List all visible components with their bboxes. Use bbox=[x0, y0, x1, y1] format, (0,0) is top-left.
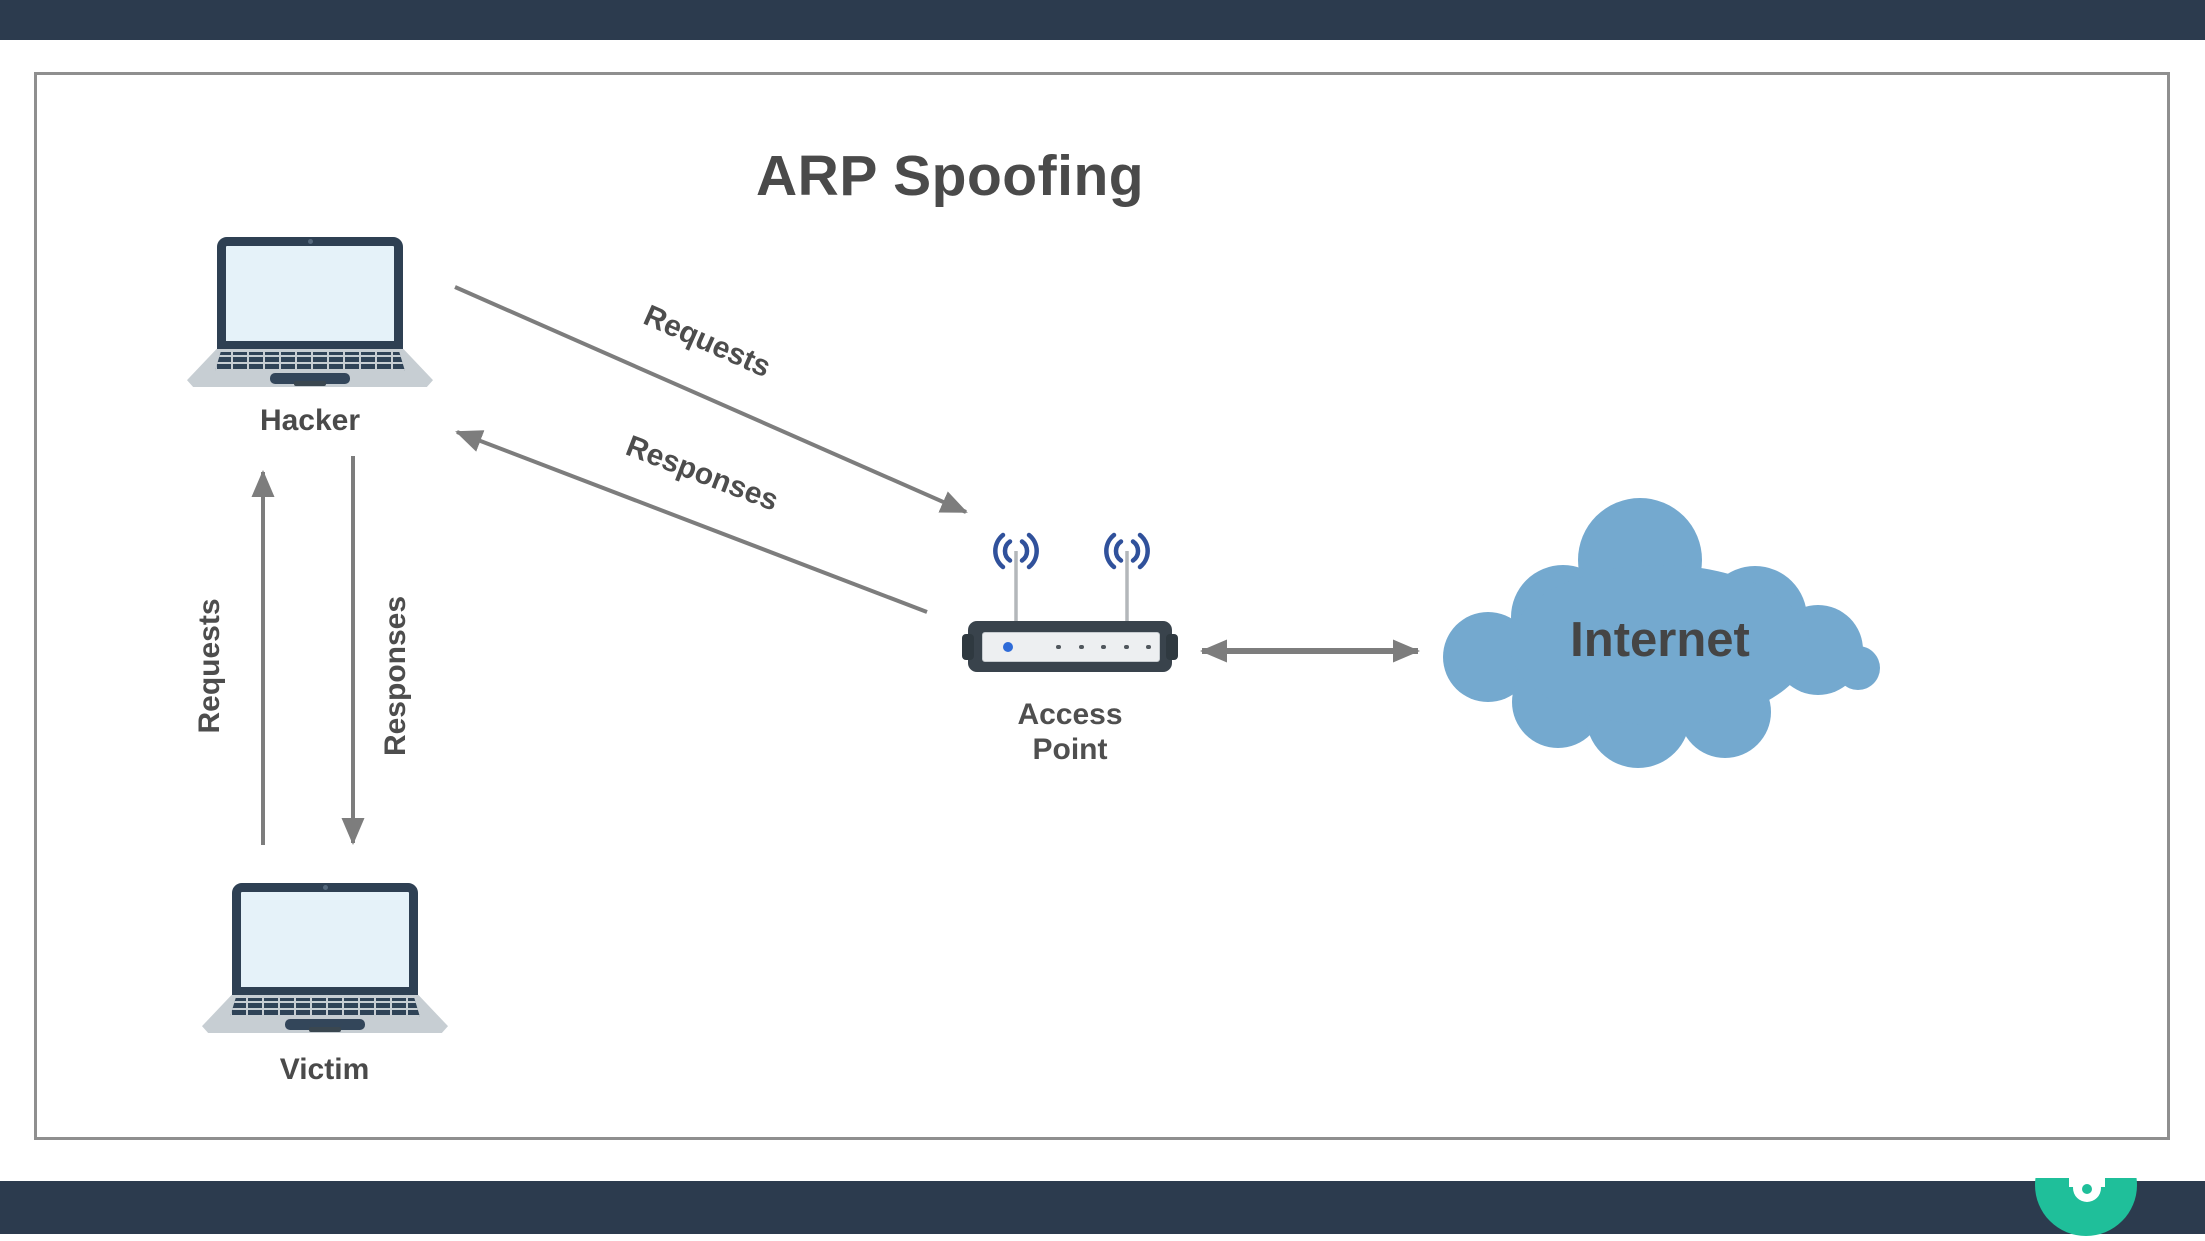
diagram-border bbox=[34, 72, 2170, 1140]
laptop-keyboard bbox=[230, 998, 420, 1017]
laptop-keyboard bbox=[215, 352, 405, 371]
router-panel bbox=[982, 632, 1160, 662]
laptop-screen bbox=[232, 883, 418, 996]
laptop-lip bbox=[294, 381, 326, 386]
router-dot bbox=[1146, 644, 1151, 650]
requests-arrow-hacker-to-ap bbox=[454, 285, 968, 514]
router-dot bbox=[1124, 644, 1129, 650]
router-dot bbox=[1056, 644, 1061, 650]
laptop-camera-dot bbox=[323, 885, 328, 890]
brand-logo-badge bbox=[2028, 1178, 2144, 1237]
victim-laptop-icon bbox=[202, 883, 448, 1033]
laptop-trackpad bbox=[285, 1019, 365, 1030]
slide-top-bar bbox=[0, 0, 2205, 40]
laptop-screen bbox=[217, 237, 403, 350]
access-point-label: Access Point bbox=[968, 697, 1172, 767]
access-point-icon bbox=[962, 621, 1178, 672]
access-point-label-line2: Point bbox=[1032, 733, 1108, 766]
laptop-base bbox=[187, 349, 433, 387]
router-dot bbox=[1101, 644, 1106, 650]
diagram-title: ARP Spoofing bbox=[756, 144, 1145, 208]
laptop-lip bbox=[309, 1027, 341, 1032]
laptop-camera-dot bbox=[308, 239, 313, 244]
internet-cloud-icon bbox=[1443, 498, 1880, 768]
router-led bbox=[1003, 642, 1013, 652]
access-point-label-line1: Access bbox=[1017, 698, 1123, 731]
wifi-signal-icon bbox=[1104, 532, 1150, 570]
responses-label-hacker-victim: Responses bbox=[379, 595, 412, 757]
victim-label: Victim bbox=[279, 1053, 370, 1086]
laptop-base bbox=[202, 995, 448, 1033]
hacker-label: Hacker bbox=[259, 404, 361, 437]
badge-logo-dot bbox=[2082, 1184, 2092, 1194]
access-point-antennas bbox=[1014, 551, 1129, 626]
router-dot bbox=[1079, 644, 1084, 650]
requests-label-victim-hacker: Requests bbox=[193, 598, 226, 734]
slide-bottom-bar bbox=[0, 1181, 2205, 1234]
laptop-trackpad bbox=[270, 373, 350, 384]
wifi-signal-icon bbox=[993, 532, 1039, 570]
internet-label: Internet bbox=[1570, 613, 1750, 667]
hacker-laptop-icon bbox=[187, 237, 433, 387]
responses-arrow-ap-to-hacker bbox=[455, 430, 928, 614]
